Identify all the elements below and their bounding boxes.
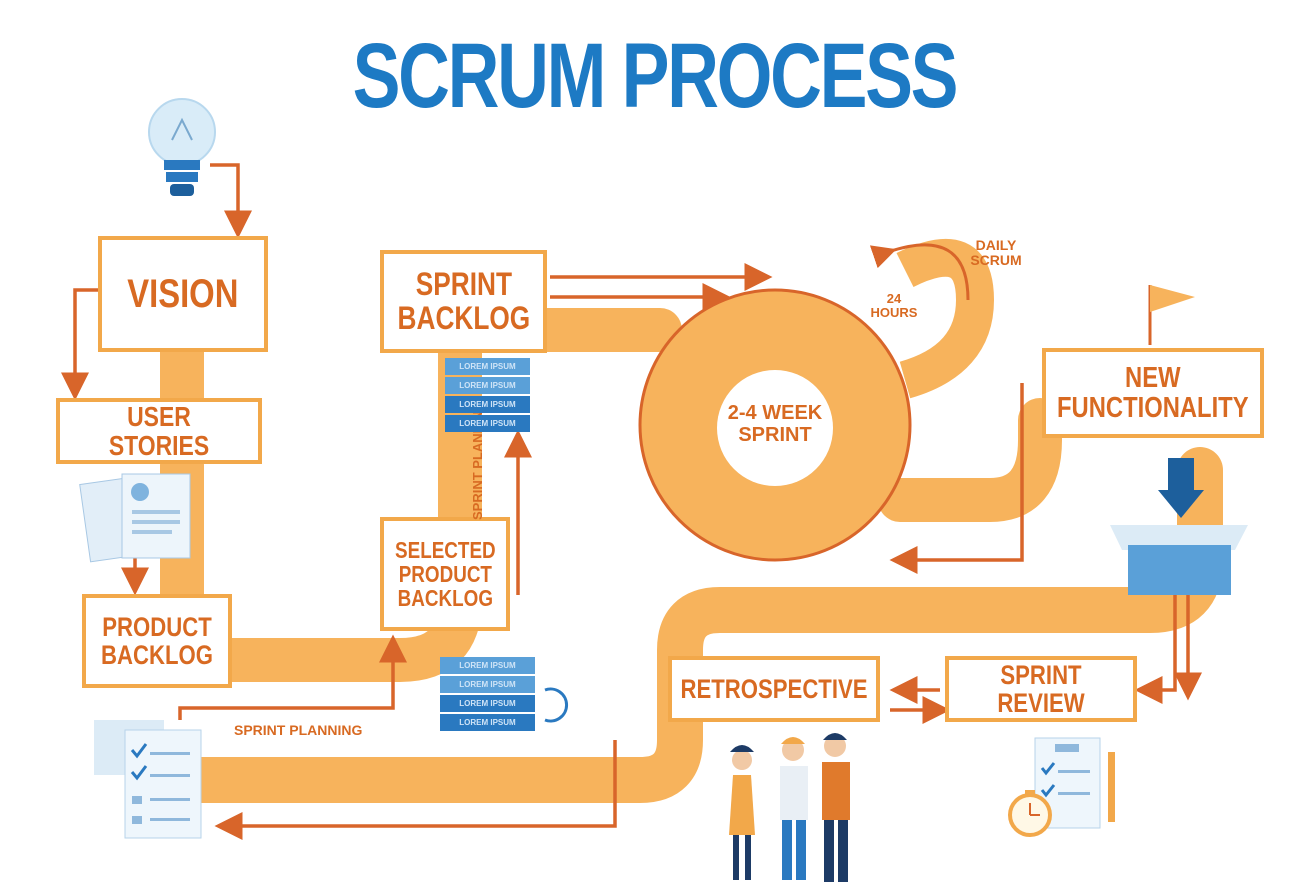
stack-item: LOREM IPSUM (440, 657, 535, 674)
stack-item: LOREM IPSUM (445, 415, 530, 432)
sprint-duration-label: 2-4 WEEK SPRINT (727, 402, 823, 446)
delivery-box-icon (1110, 458, 1248, 595)
selected-product-backlog-label: SELECTED PRODUCT BACKLOG (394, 536, 496, 612)
sprint-backlog-stack: LOREM IPSUM LOREM IPSUM LOREM IPSUM LORE… (445, 358, 530, 434)
product-backlog-box: PRODUCT BACKLOG (82, 594, 232, 688)
sprint-cycle (638, 238, 995, 562)
stack-item: LOREM IPSUM (445, 377, 530, 394)
sprint-review-label: SPRINT REVIEW (997, 659, 1085, 718)
stopwatch-icon (1008, 790, 1052, 837)
sprint-backlog-box: SPRINT BACKLOG (380, 250, 547, 353)
flag-icon (1148, 285, 1195, 345)
new-functionality-label: NEW FUNCTIONALITY (1057, 361, 1249, 424)
user-story-cards-icon (79, 473, 191, 563)
stack-item: LOREM IPSUM (440, 714, 535, 731)
team-people-icon (729, 733, 850, 882)
user-stories-label: USER STORIES (108, 400, 210, 461)
retrospective-box: RETROSPECTIVE (668, 656, 880, 722)
stack-item: LOREM IPSUM (440, 695, 535, 712)
stack-item: LOREM IPSUM (445, 396, 530, 413)
sprint-review-box: SPRINT REVIEW (945, 656, 1137, 722)
new-functionality-box: NEW FUNCTIONALITY (1042, 348, 1264, 438)
daily-scrum-label: DAILY SCRUM (970, 237, 1022, 269)
vision-label: VISION (127, 272, 239, 316)
refresh-icon (544, 687, 568, 723)
product-backlog-label: PRODUCT BACKLOG (101, 611, 213, 670)
checklist-icon (94, 720, 202, 839)
stack-item: LOREM IPSUM (445, 358, 530, 375)
lightbulb-icon (148, 98, 216, 196)
product-backlog-stack: LOREM IPSUM LOREM IPSUM LOREM IPSUM LORE… (440, 657, 535, 733)
page-title: SCRUM PROCESS (352, 25, 959, 127)
retrospective-label: RETROSPECTIVE (680, 673, 868, 704)
stack-item: LOREM IPSUM (440, 676, 535, 693)
hours-label: 24 HOURS (870, 291, 918, 321)
selected-product-backlog-box: SELECTED PRODUCT BACKLOG (380, 517, 510, 631)
user-stories-box: USER STORIES (56, 398, 262, 464)
flow-arrows (61, 163, 1202, 840)
sprint-planning-label: SPRINT PLANNING (234, 722, 363, 738)
sprint-backlog-label: SPRINT BACKLOG (397, 265, 530, 336)
vision-box: VISION (98, 236, 268, 352)
